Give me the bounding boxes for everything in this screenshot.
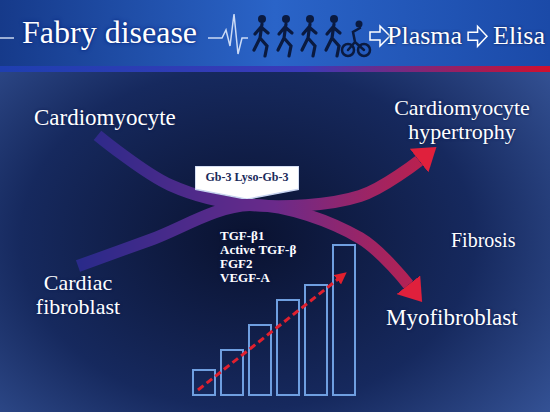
node-text: Elisa: [493, 22, 545, 51]
factor-name: TGF-β1: [220, 229, 264, 243]
header-title: Fabry disease: [22, 15, 197, 50]
node-text: Cardiomyocyte: [34, 105, 176, 130]
curved-arrow: [98, 135, 420, 206]
factor-name: VEGF-A: [220, 271, 270, 285]
substrate-box: Gb-3 Lyso-Gb-3: [195, 166, 299, 199]
outcome-node: Myofibroblast: [383, 303, 521, 332]
pentagon-shape: [195, 166, 299, 199]
cell-node: Cardiac fibroblast: [22, 269, 134, 321]
assay-node: Elisa: [490, 20, 548, 53]
node-text: Cardiac fibroblast: [25, 271, 131, 319]
node-text: Gb-3 Lyso-Gb-3: [204, 171, 290, 184]
curved-arrow: [78, 205, 408, 285]
factor-name: Active TGF-β: [220, 243, 296, 257]
factor-name: FGF2: [220, 257, 253, 271]
node-text: Myofibroblast: [386, 305, 518, 330]
sample-node: Plasma: [384, 20, 465, 53]
node-text: Plasma: [387, 22, 462, 51]
node-text: Cardiomyocyte hypertrophy: [385, 96, 539, 144]
block-arrow: [468, 26, 487, 46]
cell-node: Cardiomyocyte: [31, 103, 179, 132]
process-label: Fibrosis: [451, 229, 515, 251]
outcome-node: Cardiomyocyte hypertrophy: [382, 94, 542, 146]
